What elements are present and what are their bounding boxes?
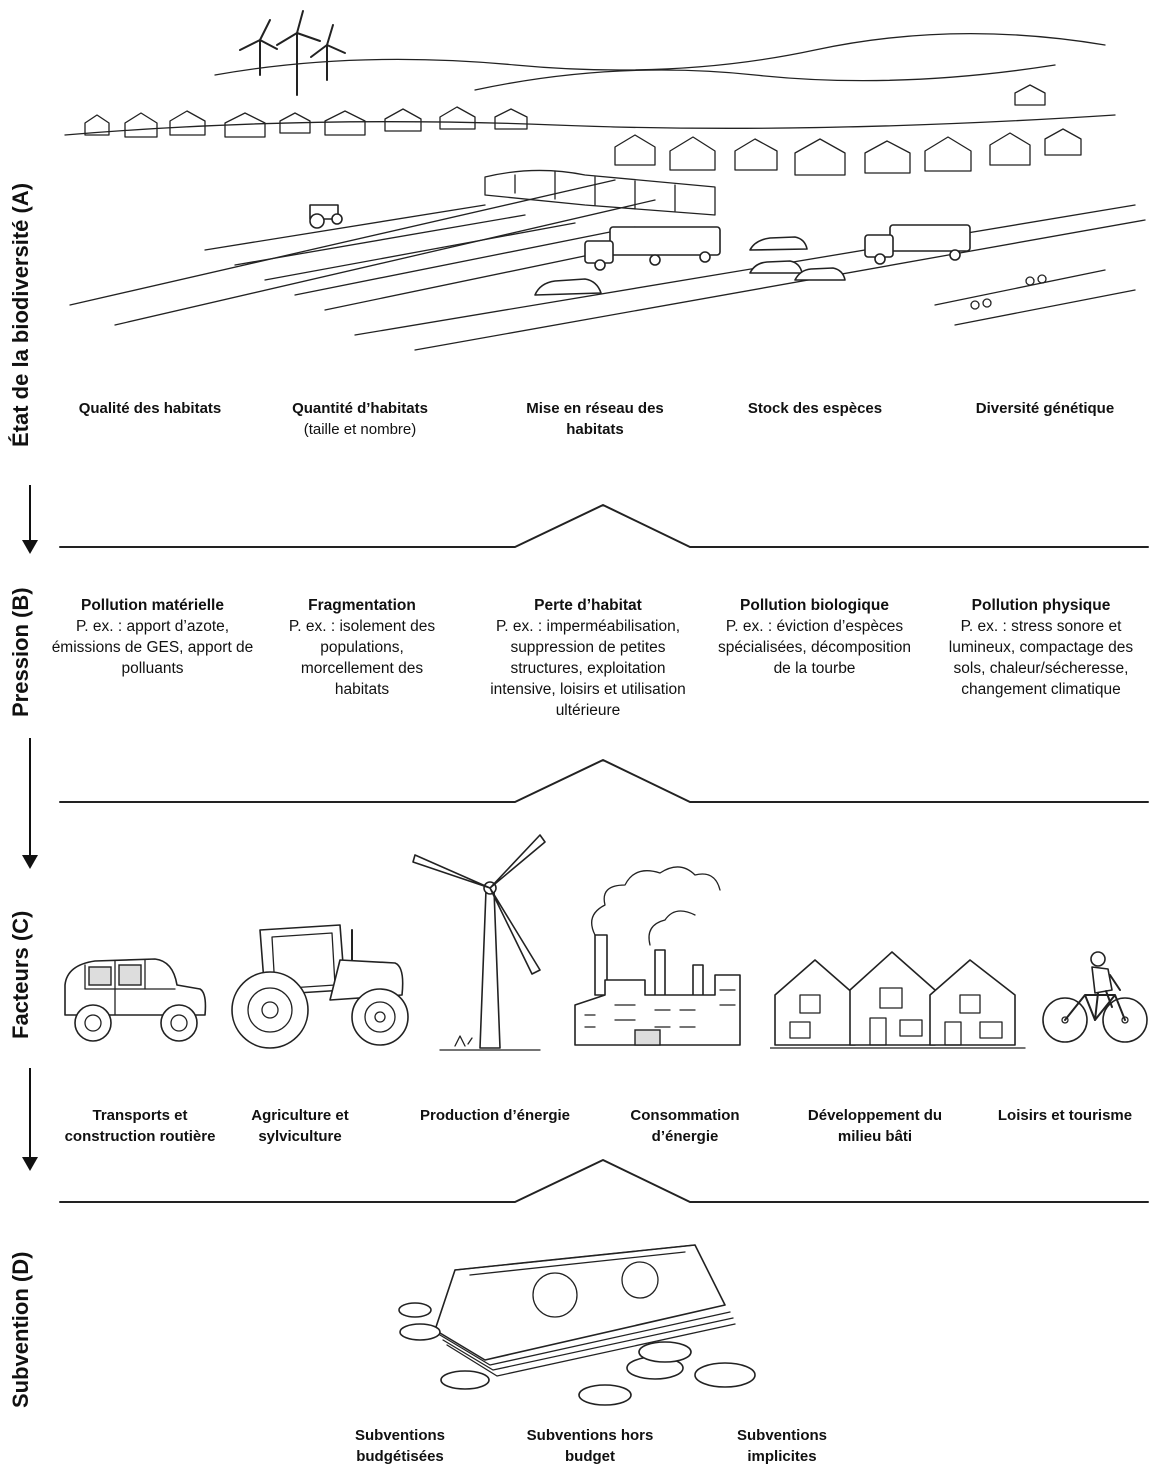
axis-arrow-a [22, 540, 38, 554]
factor-item: Développement du milieu bâti [807, 1107, 943, 1145]
tractor-icon [231, 924, 409, 1049]
axis-arrow-c [22, 1157, 38, 1171]
state-item: Diversité génétique [975, 400, 1115, 417]
axis-line-c [29, 1068, 31, 1160]
pressure-item: Perte d’habitat P. ex. : imperméabilisat… [490, 597, 686, 719]
divider-c-d [59, 1159, 1149, 1203]
village-left [84, 106, 528, 138]
factor-item: Production d’énergie [419, 1107, 570, 1124]
axis-label-subsidy: Subvention (D) [8, 1251, 33, 1409]
pressure-item: Pollution biologique P. ex. : éviction d… [718, 597, 911, 677]
axis-label-pressure: Pression (B) [8, 587, 33, 718]
cars [534, 236, 846, 296]
tractor-small-icon [309, 204, 343, 229]
axis-line-a [29, 485, 31, 543]
greenhouses [484, 169, 716, 216]
state-item: Qualité des habitats [78, 400, 222, 417]
subsidy-item: Subventions hors budget [526, 1427, 654, 1465]
factor-item: Agriculture et sylviculture [251, 1107, 349, 1145]
pressure-item: Fragmentation P. ex. : isolement des pop… [288, 597, 436, 698]
turbine-small-icon [239, 19, 278, 76]
coins-icon [398, 1302, 756, 1406]
factor-item: Transports et construction routière [64, 1107, 216, 1145]
turbine-large-icon [276, 10, 321, 96]
divider-a-b [59, 504, 1149, 548]
jeep-icon [64, 958, 207, 1042]
axis-arrow-b [22, 855, 38, 869]
money-stack-icon [398, 1244, 756, 1406]
subsidy-item: Subventions implicites [736, 1427, 827, 1465]
factor-item: Consommation d’énergie [630, 1107, 740, 1145]
axis-label-factors: Facteurs (C) [8, 910, 33, 1040]
subsidy-item: Subventions budgétisées [354, 1427, 445, 1465]
axis-label-state: État de la biodiversité (A) [8, 182, 33, 448]
truck-left-icon [584, 226, 721, 271]
cyclists-icon [970, 274, 1047, 310]
landscape-illustration [64, 10, 1146, 351]
wind-turbine-icon [412, 834, 546, 1051]
divider-b-c [59, 759, 1149, 803]
cyclist-icon [1042, 951, 1148, 1043]
state-item: Mise en réseau des habitats [526, 400, 664, 438]
village-right [614, 84, 1082, 176]
state-item: Stock des espèces [747, 400, 883, 417]
factor-item: Loisirs et tourisme [997, 1107, 1133, 1124]
factory-icon [574, 866, 741, 1046]
state-item: Quantité d’habitats (taille et nombre) [292, 400, 428, 438]
truck-right-icon [864, 224, 971, 265]
turbine-right-icon [310, 24, 346, 81]
axis-line-b [29, 738, 31, 858]
pressure-item: Pollution physique P. ex. : stress sonor… [948, 597, 1134, 698]
houses-icon [770, 951, 1026, 1049]
pressure-item: Pollution matérielle P. ex. : apport d’a… [51, 597, 254, 677]
fields [69, 179, 1146, 351]
